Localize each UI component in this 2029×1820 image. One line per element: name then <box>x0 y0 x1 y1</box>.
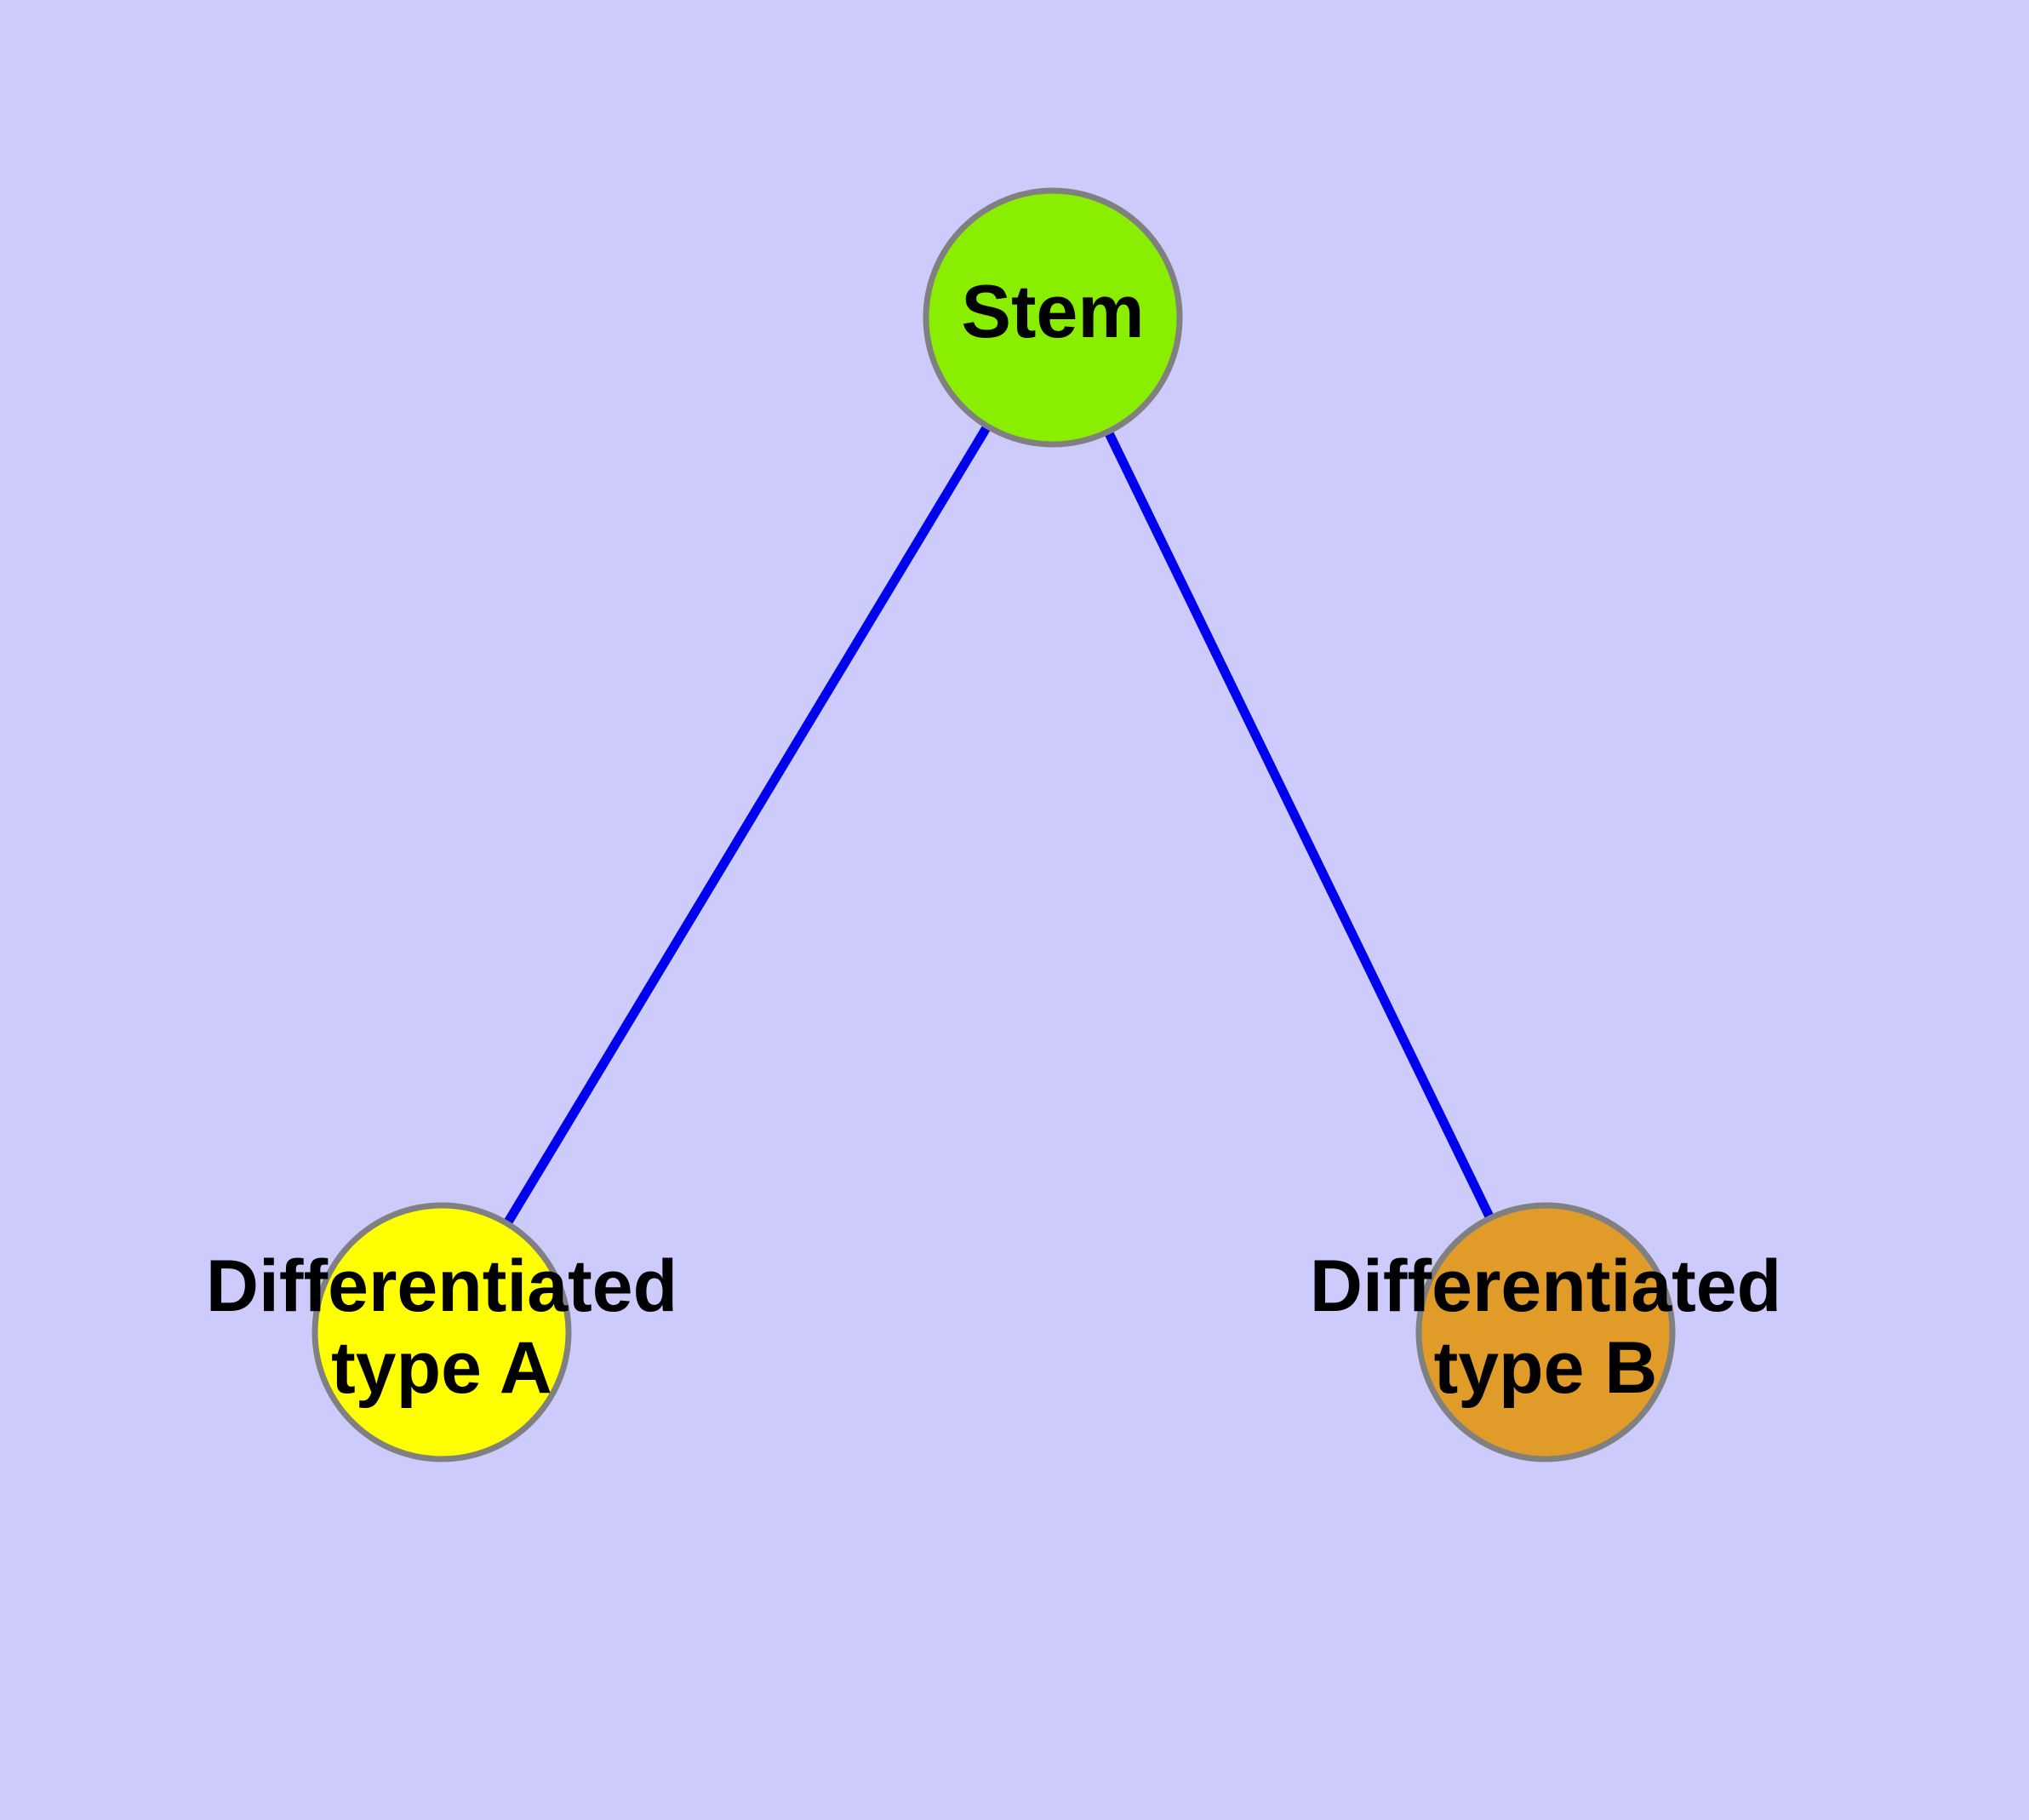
node-label-line: Stem <box>961 269 1144 353</box>
node-label-line: type B <box>1434 1327 1658 1409</box>
edge-stem-to-diff-b <box>1049 315 1550 1335</box>
edges-layer <box>437 315 1550 1335</box>
node-circle-diff_b[interactable] <box>1415 1202 1676 1462</box>
node-label-line: type A <box>331 1327 552 1409</box>
nodes-layer <box>311 187 1676 1462</box>
node-circle-stem[interactable] <box>923 187 1183 448</box>
node-circle-diff_a[interactable] <box>311 1202 572 1462</box>
node-label-stem: Stem <box>961 269 1144 353</box>
edge-stem-to-diff-a <box>437 315 1057 1335</box>
node-label-line: Differentiated <box>1310 1245 1781 1327</box>
node-label-line: Differentiated <box>206 1245 677 1327</box>
